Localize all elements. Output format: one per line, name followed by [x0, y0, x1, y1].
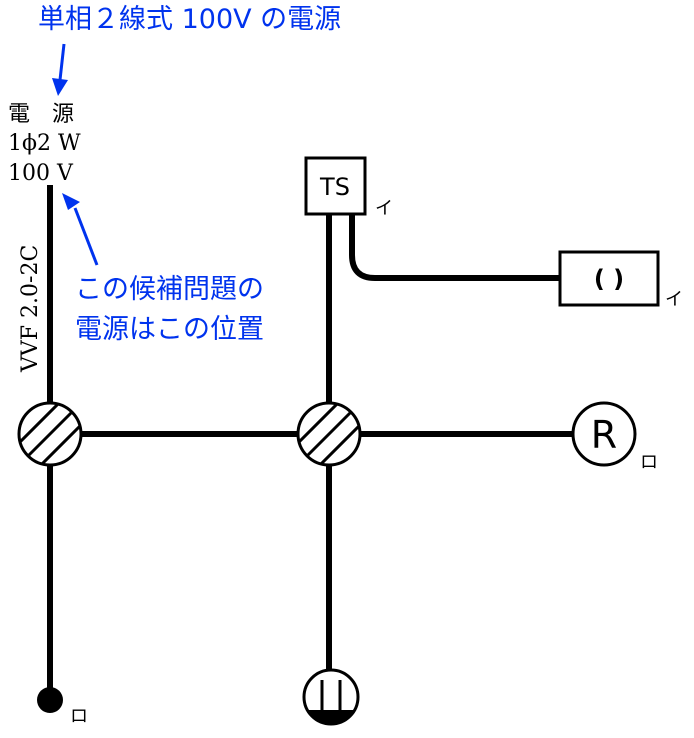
power-phase-wire: 1ϕ2 W — [8, 131, 81, 156]
switch-dot-icon: ロ — [37, 687, 88, 727]
middle-annotation-line1: この候補問題の — [75, 274, 264, 305]
timer-switch-label: TS — [319, 173, 350, 201]
ceiling-light-label: ( ) — [594, 265, 624, 293]
wiring-lines — [47, 185, 573, 693]
timer-switch: TS イ — [304, 156, 393, 219]
ceiling-light-circuit: イ — [665, 289, 683, 310]
arrow-up-left-icon — [62, 193, 99, 266]
receptacle-light-circuit: ロ — [640, 452, 658, 473]
ceiling-light-box — [558, 250, 660, 307]
outlet-icon — [302, 668, 360, 726]
switch-circuit: ロ — [70, 706, 88, 727]
ceiling-light: ( ) イ — [558, 250, 683, 310]
top-annotation: 単相２線式 100V の電源 — [38, 4, 341, 35]
timer-switch-box — [304, 156, 367, 216]
junction-box-icon — [17, 401, 83, 467]
junction-box-icon — [296, 401, 362, 467]
power-voltage: 100 V — [8, 161, 74, 186]
arrow-down-icon — [52, 43, 68, 96]
receptacle-light-label: R — [591, 413, 617, 457]
middle-annotation-line2: 電源はこの位置 — [75, 314, 264, 345]
cable-type-label: VVF 2.0-2C — [18, 245, 43, 373]
receptacle-light-icon: R ロ — [571, 401, 658, 473]
wire-ts-to-light — [349, 214, 560, 281]
timer-switch-circuit: イ — [375, 198, 393, 219]
power-source-label: 電 源 — [8, 102, 74, 127]
